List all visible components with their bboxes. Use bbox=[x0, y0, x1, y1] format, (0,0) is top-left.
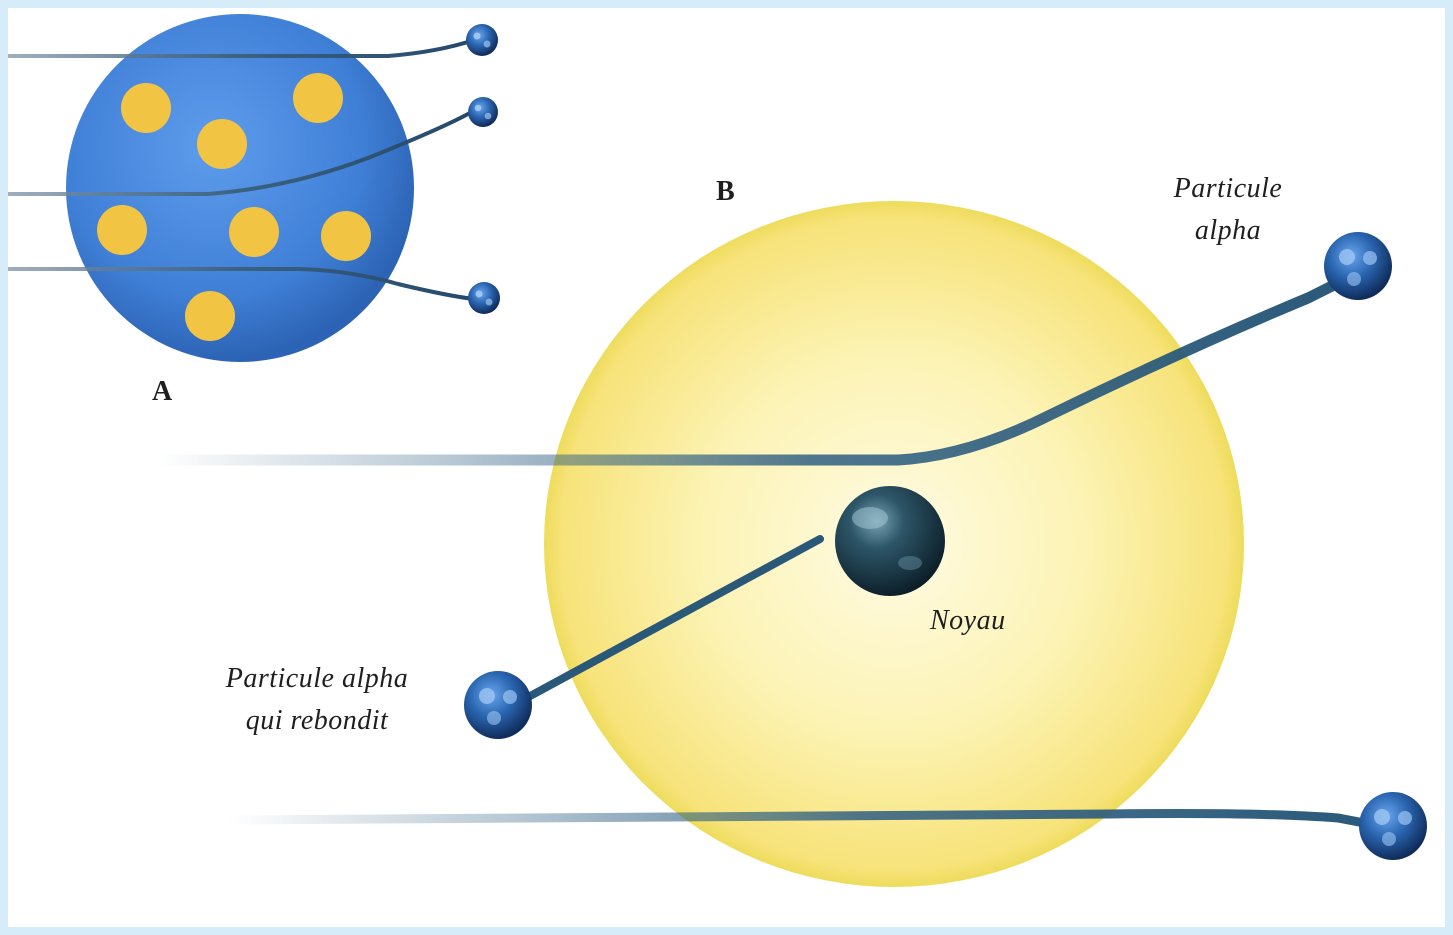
alpha-particle-icon bbox=[464, 671, 532, 739]
rutherford-diagram bbox=[8, 14, 1427, 887]
alpha-particle-label: Particule alpha bbox=[1148, 168, 1308, 252]
charge bbox=[121, 83, 171, 133]
alpha-particle-icon bbox=[468, 97, 498, 127]
panel-b-label: B bbox=[716, 176, 735, 207]
rutherford-paths bbox=[152, 272, 1385, 831]
thomson-path-1 bbox=[8, 38, 476, 58]
nucleus-icon bbox=[835, 486, 945, 596]
lower-path bbox=[223, 809, 1385, 831]
alpha-label-line-2: alpha bbox=[1194, 215, 1262, 246]
thomson-path-2 bbox=[8, 112, 470, 196]
nucleus-label: Noyau bbox=[930, 605, 1006, 636]
charge bbox=[321, 211, 371, 261]
rutherford-model bbox=[152, 201, 1427, 887]
rebound-path bbox=[504, 535, 824, 712]
panel-a-label: A bbox=[152, 376, 173, 407]
thomson-model bbox=[8, 14, 500, 362]
alpha-particle-icon bbox=[466, 24, 498, 56]
alpha-particle-icon bbox=[468, 282, 500, 314]
rebound-label-line-2: qui rebondit bbox=[245, 705, 389, 736]
alpha-particle-icon bbox=[1324, 232, 1392, 300]
charge bbox=[197, 119, 247, 169]
charge bbox=[293, 73, 343, 123]
diagram-frame: A B Particule alpha Noyau Particule alph… bbox=[8, 8, 1445, 927]
thomson-alpha-particles bbox=[466, 24, 500, 314]
thomson-path-3 bbox=[8, 267, 476, 301]
thomson-paths bbox=[8, 38, 476, 301]
charge bbox=[97, 205, 147, 255]
charge bbox=[229, 207, 279, 257]
charge bbox=[185, 291, 235, 341]
thomson-atom bbox=[66, 14, 414, 362]
rebound-particle-label: Particule alpha qui rebondit bbox=[192, 658, 442, 742]
alpha-label-line-1: Particule bbox=[1173, 173, 1283, 204]
rebound-label-line-1: Particule alpha bbox=[225, 663, 409, 694]
alpha-particle-icon bbox=[1359, 792, 1427, 860]
positive-charges bbox=[97, 73, 371, 341]
deflected-path bbox=[152, 272, 1354, 466]
